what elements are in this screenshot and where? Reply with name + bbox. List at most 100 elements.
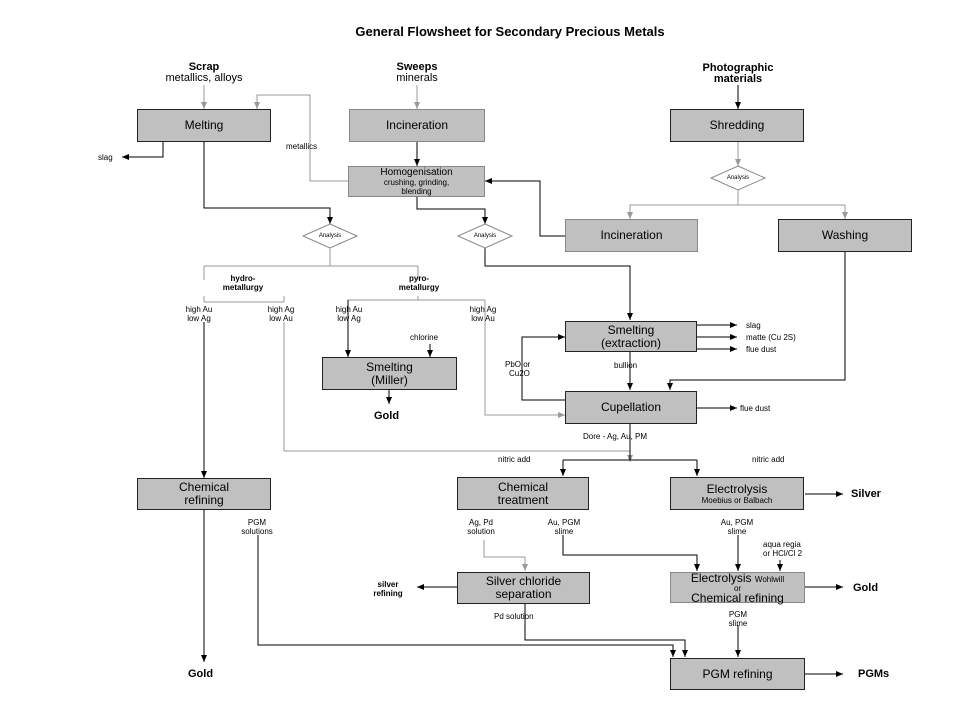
box-chemical-treatment: Chemical treatment [457,477,589,510]
box-shredding-label: Shredding [709,118,765,132]
input-photo-sub: materials [713,73,763,85]
arrow-homog-analysis [416,197,488,224]
label-hydro-high-ag: high Ag [267,305,295,314]
label-pyro-low-au: low Au [471,314,495,323]
arrow-metallics-loop [254,94,348,182]
label-au-pgm: Au, PGM [547,518,581,527]
label-aqua-2: or HCl/Cl 2 [763,549,803,558]
label-pyro2: metallurgy [398,283,440,292]
label-pgms: PGMs [858,668,890,680]
label-gold-miller: Gold [374,410,400,422]
label-pyro-high-ag: high Ag [469,305,497,314]
box-electrolysis-wohlwill: Electrolysis Wohlwill or Chemical refini… [670,570,805,604]
box-chemical-treatment-label: Chemical [497,479,548,494]
box-washing: Washing [778,219,912,252]
label-pgm-solutions: PGM [247,518,267,527]
arrow-melting-analysis [203,142,333,224]
box-silver-chloride: Silver chloride separation [457,572,590,604]
label-pgm-slime: PGM [728,610,748,619]
label-hydro: hydro- [230,274,256,283]
label-cu2o: Cu2O [509,369,530,378]
box-chemical-refining-sub: refining [184,493,224,507]
label-gold-right: Gold [853,582,879,594]
box-cupellation-label: Cupellation [600,400,662,414]
box-incineration-mid-label: Incineration [600,228,663,242]
box-smelting-miller-label: Smelting [366,359,413,374]
arrow-dore [563,424,697,461]
label-flue-dust-2: flue dust [740,404,771,413]
label-pgm-slime-2: slime [728,619,748,628]
box-incineration-mid: Incineration [565,219,698,252]
box-homogenisation-label: Homogenisation [380,166,453,178]
label-chlorine: chlorine [410,333,439,342]
label-nitric-2: nitric add [752,455,785,464]
box-electrolysis: Electrolysis Moebius or Balbach [670,477,804,510]
box-electrolysis-label: Electrolysis [706,481,768,496]
label-pgm-solutions-2: solutions [241,527,273,536]
box-washing-label: Washing [821,228,869,242]
box-homogenisation-sub2: blending [401,186,432,196]
analysis-label-3: Analysis [726,175,750,181]
arrow-analysis-branches [629,190,846,218]
box-silver-chloride-label: Silver chloride [485,574,562,588]
box-smelting-extraction-label: Smelting [607,322,655,337]
arrow-pbo-loop [521,334,565,401]
label-nitric-1: nitric add [498,455,531,464]
box-smelting-extraction-sub: (extraction) [600,335,662,350]
label-pyro: pyro- [409,274,429,283]
box-homogenisation-sub: crushing, grinding, [383,177,450,187]
arrow-pyro-cupel [484,300,565,418]
label-silver-refining: silver [377,580,399,589]
label-slag-left: slag [98,153,113,162]
label-pd-solution: Pd solution [494,612,534,621]
arrow-analysis2-smelting [484,248,633,320]
label-pyro-high-au: high Au [335,305,363,314]
box-pgm-refining: PGM refining [670,658,805,690]
analysis-label-2: Analysis [473,233,497,239]
box-homogenisation: Homogenisation crushing, grinding, blend… [348,166,485,197]
label-bullion: bullion [614,361,638,370]
label-au-pgm-e-2: slime [727,527,747,536]
arrow-analysis-hydro-pyro [204,248,418,267]
box-melting: Melting [137,109,271,142]
arrow-pgmsol-pgm [257,535,676,657]
box-electrolysis-sub: Moebius or Balbach [701,495,773,505]
analysis-diamond-2 [456,223,514,249]
arrow-pd-pgm [524,603,688,657]
label-pyro-low-ag: low Ag [337,314,361,323]
analysis-diamond-3 [709,165,767,191]
box-silver-chloride-sub: separation [495,587,552,601]
label-flue-dust: flue dust [746,345,777,354]
label-hydro-low-ag: low Ag [187,314,211,323]
label-hydro2: metallurgy [222,283,264,292]
label-silver-out: Silver [851,488,881,500]
label-pbo: PbO or [505,360,531,369]
box-or-label: or [733,583,742,593]
label-au-pgm-2: slime [554,527,574,536]
analysis-label-1: Analysis [318,233,342,239]
box-smelting-miller: Smelting (Miller) [322,357,457,390]
box-electrolysis-wohlwill-label: Electrolysis [690,570,752,585]
input-scrap: Scrap [188,61,220,73]
box-chemical-refining-label: Chemical [178,480,229,494]
label-aqua: aqua regia [763,540,801,549]
label-dore: Dore - Ag, Au, PM [583,432,648,441]
arrow-washing-cupel [667,252,846,390]
analysis-diamond-1 [301,223,359,249]
box-shredding: Shredding [670,109,804,142]
page-title: General Flowsheet for Secondary Precious… [355,24,665,39]
arrow-melting-slag [122,142,164,160]
input-scrap-sub: metallics, alloys [165,72,243,84]
arrow-aupgm-wohlwill [562,535,700,571]
label-ag-pd: Ag, Pd [468,518,493,527]
box-chemical-treatment-sub: treatment [497,492,549,507]
box-pgm-refining-label: PGM refining [702,666,773,681]
arrow-agpd-silverchloride [483,540,528,571]
label-silver-refining-2: refining [373,589,403,598]
label-ag-pd-2: solution [467,527,495,536]
box-melting-label: Melting [184,118,224,132]
input-sweeps-sub: minerals [396,72,438,84]
label-slag-right: slag [746,321,761,330]
label-hydro-high-au: high Au [185,305,213,314]
